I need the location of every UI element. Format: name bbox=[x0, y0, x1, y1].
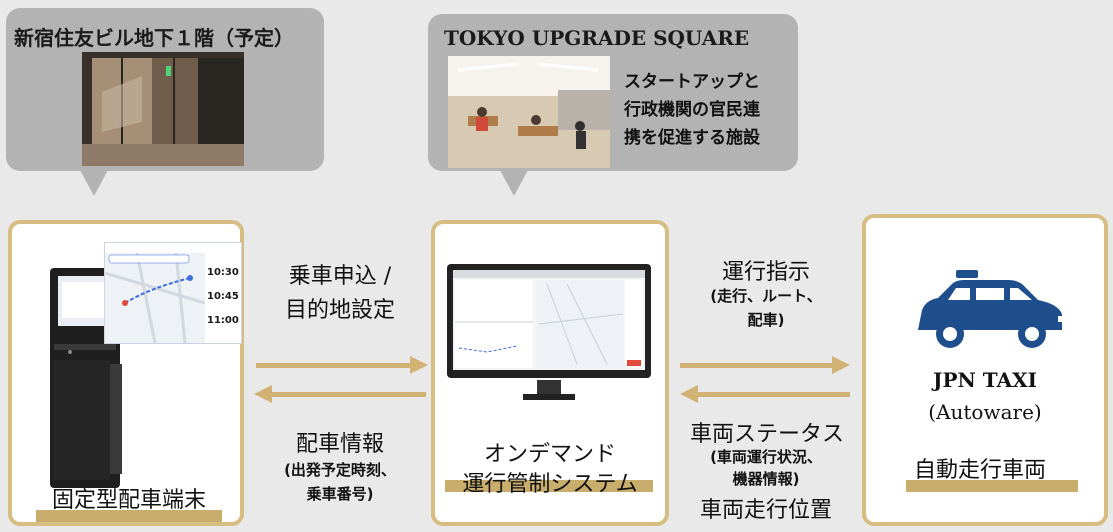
location-callout-tokyo-upgrade: TOKYO UPGRADE SQUARE スタートアップと 行政機関の官民連 bbox=[428, 14, 798, 171]
time-slot-1: 10:30 bbox=[207, 267, 239, 278]
status-detail-line-1: (車両運行状況、 bbox=[710, 448, 822, 466]
arrow-system-to-terminal bbox=[272, 392, 426, 397]
time-slot-3: 11:00 bbox=[207, 315, 239, 326]
arrow-system-to-vehicle bbox=[680, 363, 832, 368]
time-slot-2: 10:45 bbox=[207, 291, 239, 302]
request-label-line-1: 乗車申込 / bbox=[288, 264, 392, 289]
system-label: オンデマンド 運行管制システム bbox=[435, 440, 665, 500]
location-callout-shinjuku: 新宿住友ビル地下１階（予定） bbox=[6, 8, 324, 171]
facility-description: スタートアップと 行政機関の官民連 携を促進する施設 bbox=[624, 68, 760, 152]
vehicle-subtitle: (Autoware) bbox=[928, 400, 1042, 424]
vehicle-node: JPN TAXI (Autoware) 自動走行車両 bbox=[862, 214, 1108, 526]
system-label-bar bbox=[445, 480, 653, 492]
vehicle-label: 自動走行車両 bbox=[914, 458, 1047, 483]
vehicle-label-bar bbox=[906, 480, 1078, 492]
route-map-screen: 10:30 10:45 11:00 bbox=[104, 242, 242, 344]
terminal-label-bar bbox=[36, 510, 222, 522]
location-title-shinjuku: 新宿住友ビル地下１階（予定） bbox=[14, 26, 294, 50]
system-label-line-2: 運行管制システム bbox=[462, 472, 638, 497]
entrance-photo bbox=[82, 52, 244, 166]
facility-description-line-3: 携を促進する施設 bbox=[624, 128, 760, 148]
dispatch-info-label: 配車情報 bbox=[295, 432, 384, 457]
command-detail-line-2: 配車) bbox=[747, 311, 785, 329]
dispatch-info-detail-line-2: 乗車番号) bbox=[306, 485, 374, 503]
facility-photo bbox=[448, 56, 610, 168]
arrow-vehicle-to-system bbox=[698, 392, 850, 397]
request-label-line-2: 目的地設定 bbox=[284, 298, 395, 323]
arrow-system-to-vehicle-head bbox=[832, 356, 850, 374]
vehicle-name: JPN TAXI bbox=[933, 368, 1037, 392]
status-label: 車両ステータス bbox=[689, 422, 844, 447]
arrow-terminal-to-system bbox=[256, 363, 410, 368]
taxi-icon bbox=[918, 270, 1064, 348]
position-label: 車両走行位置 bbox=[699, 498, 832, 523]
system-label-line-1: オンデマンド bbox=[483, 442, 616, 467]
callout-pointer-center bbox=[500, 170, 528, 196]
facility-description-line-2: 行政機関の官民連 bbox=[624, 100, 760, 120]
status-detail-line-2: 機器情報) bbox=[732, 470, 800, 488]
request-label: 乗車申込 / 目的地設定 bbox=[250, 260, 430, 328]
facility-description-line-1: スタートアップと bbox=[624, 72, 760, 92]
command-detail-line-1: (走行、ルート、 bbox=[710, 287, 822, 305]
command-label: 運行指示 bbox=[721, 260, 810, 285]
terminal-label: 固定型配車端末 bbox=[52, 488, 207, 513]
terminal-node: 10:30 10:45 11:00 固定型配車端末 bbox=[8, 220, 244, 526]
monitor-illustration bbox=[447, 264, 651, 400]
arrow-vehicle-to-system-head bbox=[680, 385, 698, 403]
status-detail: (車両運行状況、 機器情報) bbox=[676, 446, 856, 490]
arrow-terminal-to-system-head bbox=[410, 356, 428, 374]
kiosk-illustration bbox=[50, 268, 122, 488]
dispatch-info-detail: (出発予定時刻、 乗車番号) bbox=[250, 458, 430, 506]
command-detail: (走行、ルート、 配車) bbox=[676, 284, 856, 332]
dispatch-info-detail-line-1: (出発予定時刻、 bbox=[284, 461, 396, 479]
arrow-system-to-terminal-head bbox=[254, 385, 272, 403]
location-title-tokyo-upgrade: TOKYO UPGRADE SQUARE bbox=[444, 26, 750, 50]
dispatch-system-node: オンデマンド 運行管制システム bbox=[431, 220, 669, 526]
callout-pointer-left bbox=[80, 170, 108, 196]
